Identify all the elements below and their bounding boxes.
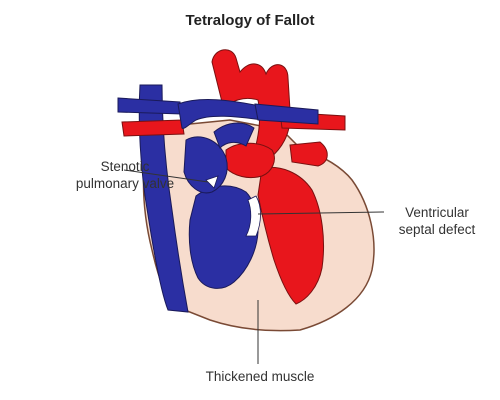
label-line: septal defect <box>398 222 476 237</box>
vena-cava <box>138 84 189 313</box>
right-ventricle <box>188 185 259 289</box>
label-ventricular-septal-defect: Ventricular septal defect <box>382 204 492 238</box>
pulmonary-valve <box>205 175 219 189</box>
septal-defect <box>245 195 261 237</box>
left-atrium <box>225 142 275 179</box>
diagram-title: Tetralogy of Fallot <box>185 12 315 29</box>
pulmonary-outflow <box>213 122 255 149</box>
pulmonary-vessel-left-red <box>121 119 185 137</box>
left-ventricle <box>257 166 325 305</box>
pulmonary-artery-right <box>254 103 319 125</box>
label-line: Ventricular <box>405 205 469 220</box>
label-thickened-muscle: Thickened muscle <box>205 369 315 384</box>
leader-stenotic <box>123 169 209 183</box>
pulmonary-vessel-right-red-lower <box>289 141 328 167</box>
pulmonary-artery <box>177 99 263 129</box>
label-stenotic-pulmonary-valve: Stenotic pulmonary valve <box>66 158 184 192</box>
label-line: pulmonary valve <box>75 176 175 191</box>
pulmonary-vessel-left-blue <box>117 97 183 115</box>
label-line: Stenotic <box>100 159 150 174</box>
leader-vsd <box>257 211 385 215</box>
